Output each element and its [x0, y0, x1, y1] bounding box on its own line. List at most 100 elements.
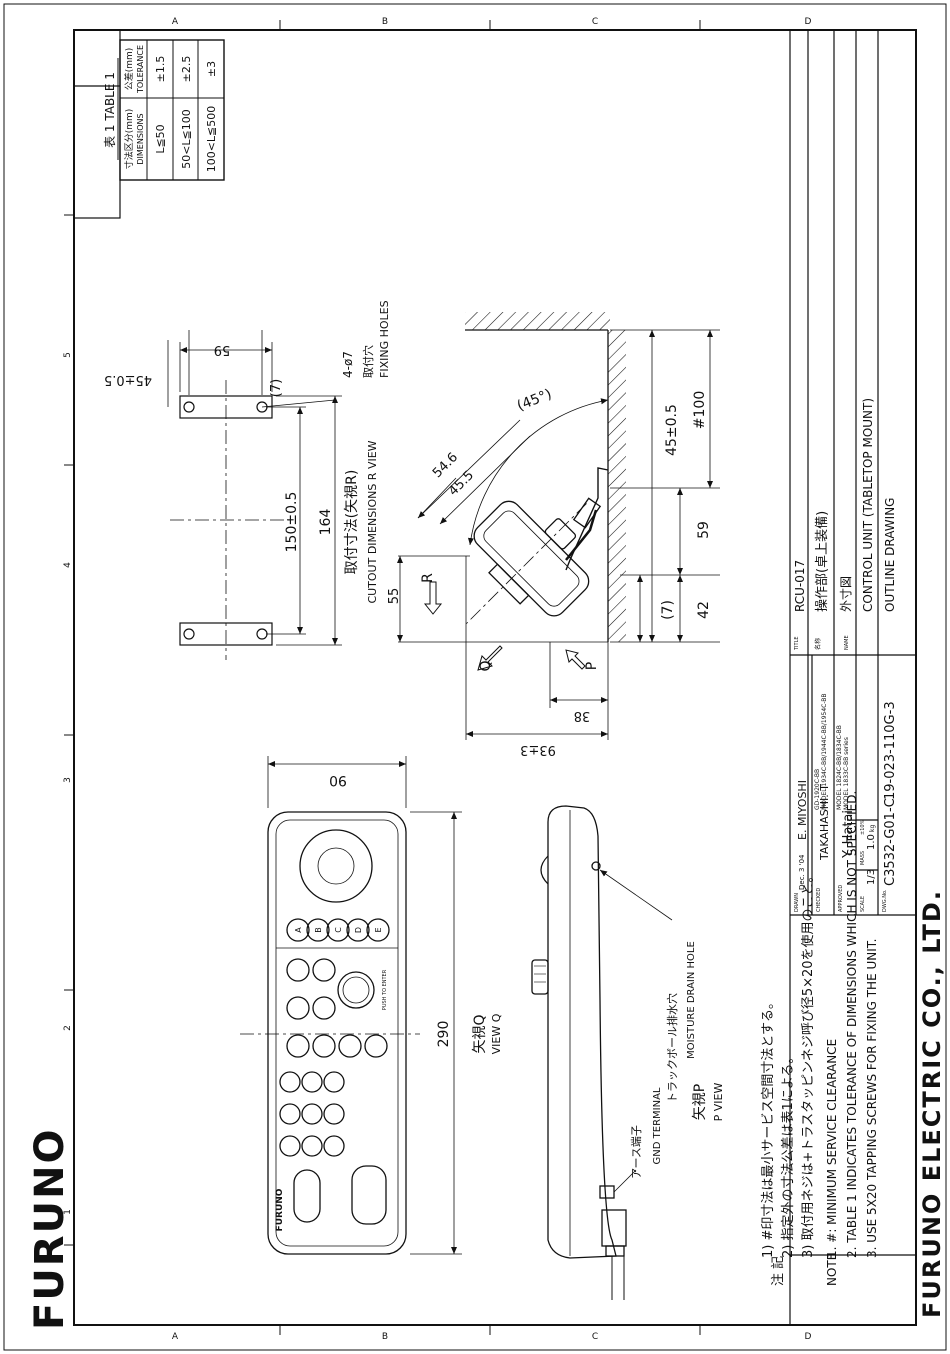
range-key[interactable]: [293, 1169, 321, 1223]
cable-connector: [601, 1209, 627, 1247]
power-key[interactable]: [351, 1165, 387, 1225]
keypad-button[interactable]: [323, 1103, 345, 1125]
view-q-en: VIEW Q: [490, 1013, 503, 1054]
unit-profile: [547, 805, 617, 1259]
side-label-p: P: [584, 662, 600, 670]
keypad-button[interactable]: [301, 1135, 323, 1157]
tolerance-table: 表 1 TABLE 1 寸法区分(mm) DIMENSIONS 公差(mm) T…: [103, 39, 225, 181]
keypad-button[interactable]: [338, 1034, 362, 1058]
table1-row1-dim: L≦50: [154, 124, 167, 153]
keypad-button[interactable]: [279, 1135, 301, 1157]
trackball[interactable]: [299, 829, 373, 903]
grid-letter-b-bottom: B: [382, 1332, 388, 1342]
side-dim-546: 54.6: [430, 450, 461, 481]
side-dim-45: 45±0.5: [664, 404, 680, 456]
table1-col-tol-en: TOLERANCE: [136, 45, 145, 94]
drain-hole-jp: トラックボール排水穴: [665, 993, 679, 1103]
table1-row3-dim: 100<L≦500: [205, 106, 218, 173]
table1-col-tol-jp: 公差(mm): [123, 48, 135, 91]
cutout-labels: 59 45±0.5 (7) 4-ø7 取付穴 FIXING HOLES 150±…: [104, 300, 402, 604]
profile-knob: [531, 959, 549, 995]
keypad-button[interactable]: [323, 1071, 345, 1093]
mass-unit: kg: [869, 825, 876, 832]
model-line-3: MODEL 1824C-BB/1834C-BB: [836, 725, 843, 810]
view-arrow-r: [423, 581, 443, 615]
table1-col-dim-jp: 寸法区分(mm): [123, 109, 135, 170]
note-jp-2: 2) 指定外の寸法公差は表1による。: [781, 1051, 796, 1258]
keypad-button[interactable]: [323, 1135, 345, 1157]
keypad-button[interactable]: [301, 1071, 323, 1093]
side-dim-7: (7): [660, 600, 676, 620]
note-en-3: 3. USE 5X20 TAPPING SCREWS FOR FIXING TH…: [865, 939, 879, 1258]
fixing-holes-en: FIXING HOLES: [378, 300, 391, 378]
furuno-logo: FURUNO: [27, 1127, 73, 1330]
name-jp-label: 名称: [814, 638, 822, 650]
note-en-2: 2. TABLE 1 INDICATES TOLERANCE OF DIMENS…: [845, 791, 859, 1258]
table-hatch-top: [465, 312, 610, 330]
key-e-label: E: [374, 927, 383, 932]
name-jp-2: 外寸図: [839, 576, 853, 612]
table1-col-dim-en: DIMENSIONS: [136, 113, 145, 164]
grid-letter-a-bottom: A: [172, 1332, 179, 1342]
drain-hole-en: MOISTURE DRAIN HOLE: [686, 941, 697, 1059]
key-b[interactable]: [306, 918, 330, 942]
approved-label: APPROVED: [838, 885, 844, 912]
side-dim-93: 93±3: [520, 742, 556, 757]
fixing-holes-label: 4-ø7: [341, 351, 355, 378]
checked-name: TAKAHASHI. T: [818, 784, 831, 861]
key-a[interactable]: [286, 918, 310, 942]
table1-row1-tol: ±1.5: [154, 56, 167, 83]
angle-label: (45°): [515, 386, 554, 414]
cable: [611, 1256, 625, 1300]
cutout-dim-164: 164: [318, 509, 334, 536]
side-dim-100: #100: [692, 391, 708, 429]
cutout-view-en: CUTOUT DIMENSIONS R VIEW: [366, 440, 379, 603]
cutout-dim-150: 150±0.5: [284, 492, 300, 553]
side-dim-42: 42: [696, 601, 712, 619]
keypad-button[interactable]: [301, 1103, 323, 1125]
fixing-hole: [183, 401, 195, 413]
front-view: [240, 756, 462, 1255]
grid-letter-b-top: B: [382, 17, 388, 27]
notes-jp-label: 注 記: [770, 1256, 786, 1286]
keypad-button[interactable]: [364, 1034, 388, 1058]
cutout-dim-59: 59: [214, 342, 231, 357]
drain-hole: [591, 861, 601, 871]
mass-label: MASS: [860, 851, 866, 865]
key-d[interactable]: [346, 918, 370, 942]
mass-tolerance: ±10%: [860, 819, 866, 835]
title-label: TITLE: [794, 636, 800, 651]
title-value: RCU-017: [793, 560, 807, 612]
keypad-button[interactable]: [286, 1034, 310, 1058]
fixing-hole: [256, 628, 268, 640]
keypad-button[interactable]: [312, 1034, 336, 1058]
keypad-button[interactable]: [279, 1103, 301, 1125]
dwg-number: C3532-G01-C: [883, 798, 898, 886]
model-line-1: GD-1920C-BB: [814, 769, 821, 810]
mass-value: 1.0: [866, 834, 877, 850]
name-label: NAME: [844, 635, 850, 650]
keypad-button[interactable]: [279, 1071, 301, 1093]
key-e[interactable]: [366, 918, 390, 942]
grid-letter-d-top: D: [805, 17, 812, 27]
side-dim-38: 38: [574, 708, 591, 723]
keypad-button[interactable]: [286, 996, 310, 1020]
side-label-r: R: [420, 573, 436, 583]
keypad-button[interactable]: [312, 996, 336, 1020]
side-labels: (45°) 54.6 45.5 R Q P #100 45±0.5 59 (7)…: [420, 386, 712, 757]
key-c[interactable]: [326, 918, 350, 942]
grid-letters-bottom: A B C D: [172, 1332, 812, 1342]
gnd-terminal-jp: アース端子: [630, 1125, 643, 1179]
scale-label: SCALE: [860, 896, 866, 912]
key-b-label: B: [314, 927, 323, 933]
keypad-button[interactable]: [286, 958, 310, 982]
rotary-knob[interactable]: [337, 971, 375, 1009]
cutout-view-jp: 取付寸法(矢視R): [344, 470, 360, 575]
grid-number-4: 4: [63, 562, 73, 568]
notes-en-label: NOTE: [825, 1253, 839, 1286]
grid-number-3: 3: [63, 777, 73, 783]
keypad-button[interactable]: [312, 958, 336, 982]
grid-letter-c-bottom: C: [592, 1332, 598, 1342]
side-view: [397, 312, 720, 740]
